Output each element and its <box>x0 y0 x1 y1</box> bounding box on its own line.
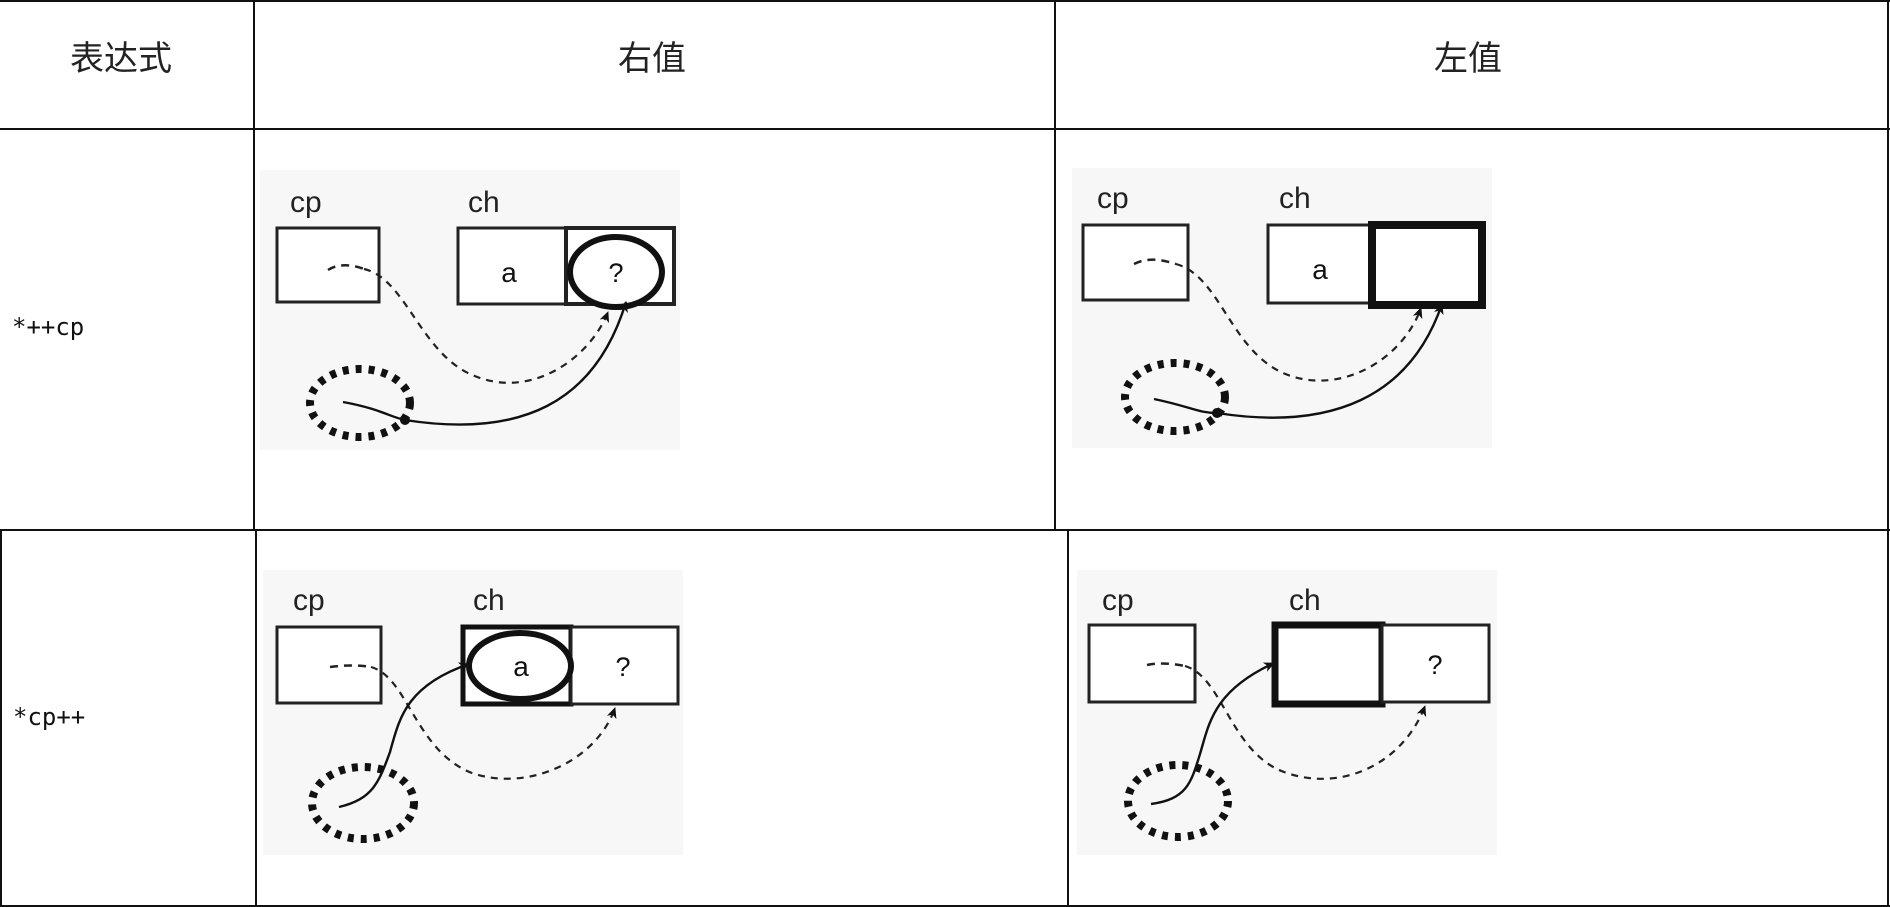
lvalue-column-header: 左值 <box>1434 39 1502 79</box>
rvalue-column-header: 右值 <box>618 39 686 79</box>
row-divider <box>0 529 1890 531</box>
ch-first-value: a <box>501 257 517 288</box>
right-table-border <box>1887 0 1889 907</box>
expression-column-divider-top <box>253 0 255 529</box>
ch-second-cell <box>569 625 680 706</box>
cp-label: cp <box>293 584 325 617</box>
ch-second-value: ? <box>1427 650 1442 680</box>
ch-label: ch <box>468 186 500 219</box>
prefix-lvalue-memory-diagram: cp ch a <box>1072 168 1492 448</box>
pointer-increment-dashed-arrow <box>363 267 610 384</box>
rvalue-arrow-joint <box>400 415 410 425</box>
selected-ch-lvalue-cell <box>1368 221 1486 309</box>
pointer-increment-dashed-arrow <box>1175 262 1423 382</box>
rvalue-result-solid-arrow <box>338 662 470 809</box>
expression-column-header: 表达式 <box>70 39 172 79</box>
cp-pointer-start <box>1133 258 1177 266</box>
lvalue-arrow-joint <box>1212 408 1222 418</box>
pointer-increment-dashed-arrow <box>370 665 617 780</box>
ch-first-value: a <box>1312 254 1328 285</box>
cp-pointer-start <box>1146 662 1186 668</box>
cp-pointer-start <box>327 264 365 272</box>
ch-label: ch <box>473 584 505 617</box>
ch-second-value: ? <box>615 652 630 682</box>
expression-prefix-increment: *++cp <box>12 313 85 341</box>
lvalue-result-solid-arrow <box>1153 303 1444 419</box>
ch-label: ch <box>1289 584 1321 617</box>
ch-second-cell <box>1380 623 1491 704</box>
rvalue-result-solid-arrow <box>342 301 628 426</box>
ch-second-value: ? <box>608 258 623 288</box>
cp-box <box>1087 623 1197 704</box>
left-table-border <box>0 529 2 907</box>
cp-label: cp <box>290 186 322 219</box>
cp-label: cp <box>1097 182 1129 215</box>
dereference-dotted-ellipse <box>1124 761 1232 841</box>
table-bottom-border <box>0 905 1890 907</box>
lvalue-result-solid-arrow <box>1150 661 1275 806</box>
dereference-dotted-ellipse <box>1121 359 1229 435</box>
table-top-border <box>0 0 1890 2</box>
header-divider <box>0 128 1890 130</box>
cp-box <box>275 226 381 304</box>
pointer-increment-dashed-arrow <box>1184 664 1427 780</box>
cp-pointer-start <box>329 664 372 669</box>
ch-first-cell <box>456 226 568 306</box>
rvalue-column-divider-bottom <box>1067 529 1069 907</box>
postfix-lvalue-memory-diagram: cp ch ? <box>1077 570 1497 855</box>
ch-first-cell <box>1266 223 1374 305</box>
expression-column-divider-bottom <box>255 529 257 907</box>
rvalue-column-divider-top <box>1054 0 1056 529</box>
selected-ch-value-ellipse <box>567 234 665 310</box>
dereference-dotted-ellipse <box>306 365 414 441</box>
selected-ch-lvalue-cell <box>1271 621 1386 708</box>
ch-label: ch <box>1279 182 1311 215</box>
cp-label: cp <box>1102 584 1134 617</box>
dereference-dotted-ellipse <box>308 763 418 843</box>
expression-postfix-increment: *cp++ <box>13 703 86 731</box>
ch-first-value: a <box>513 651 529 682</box>
postfix-rvalue-memory-diagram: cp ch a ? <box>263 570 683 855</box>
prefix-rvalue-memory-diagram: cp ch a ? <box>260 170 680 450</box>
